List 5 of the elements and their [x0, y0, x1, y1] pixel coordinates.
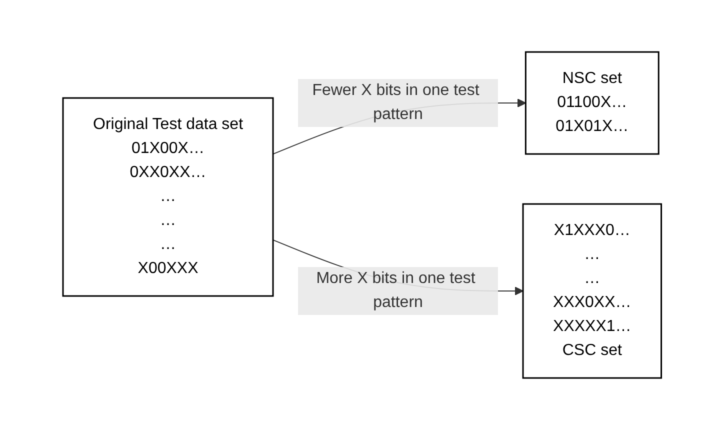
- edge-label: Fewer X bits in one test pattern: [312, 82, 480, 123]
- edge-label: More X bits in one test pattern: [316, 270, 476, 311]
- node-box: Original Test data set 01X00X… 0XX0XX… … … … X00XXX: [62, 97, 274, 297]
- node-box: X1XXX0… … … XXX0XX… XXXXX1… CSC set: [522, 203, 662, 379]
- node-box: NSC set 01100X… 01X01X…: [525, 51, 660, 155]
